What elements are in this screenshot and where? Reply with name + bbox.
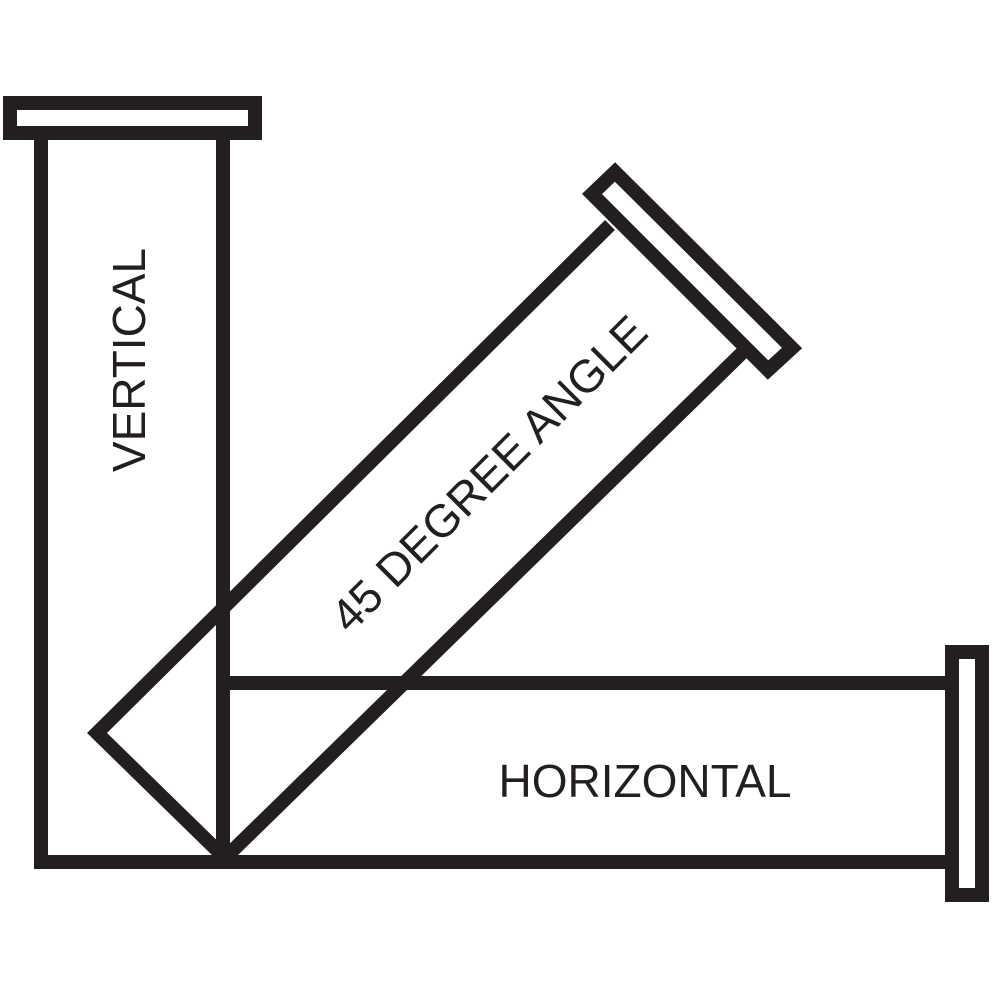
vertical-pipe-body (34, 133, 225, 869)
angle-pipe-flange (581, 162, 803, 380)
vertical-label: VERTICAL (103, 248, 155, 472)
angle-pipe-body (87, 220, 750, 868)
vertical-pipe-flange (3, 96, 262, 140)
horizontal-pipe-flange (945, 645, 989, 902)
horizontal-label: HORIZONTAL (498, 755, 791, 807)
